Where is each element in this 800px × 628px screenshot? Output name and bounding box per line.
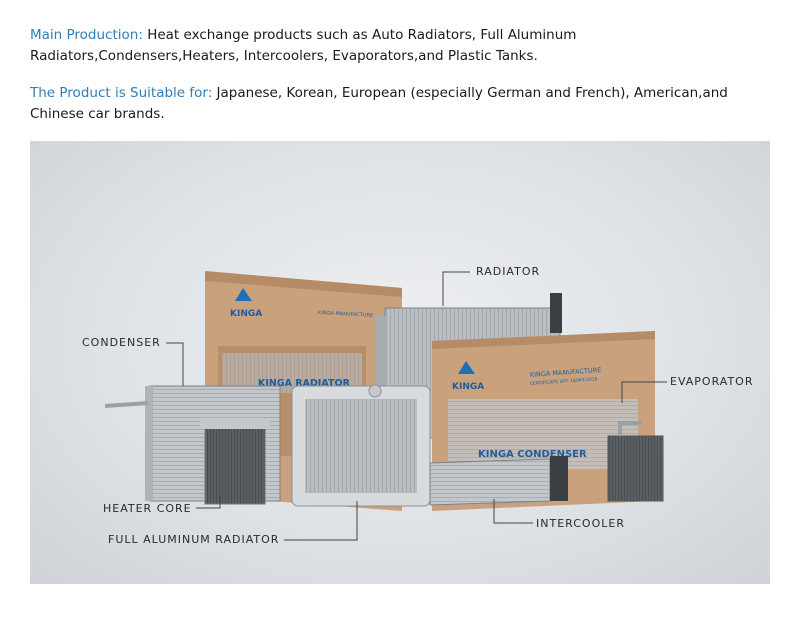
- product-illustration: KINGA KINGA MANUFACTURE KINGA RADIATOR K…: [104, 271, 667, 541]
- label-evaporator: EVAPORATOR: [670, 375, 754, 388]
- product-photo: KINGA KINGA MANUFACTURE KINGA RADIATOR K…: [30, 141, 770, 584]
- main-production-label: Main Production:: [30, 26, 143, 43]
- evaporator-product: [607, 421, 664, 502]
- box-radiator-text: KINGA RADIATOR: [258, 378, 351, 389]
- kinga-logo-right: [458, 361, 475, 374]
- main-production-paragraph: Main Production: Heat exchange products …: [30, 25, 770, 67]
- box-back-brand: KINGA: [230, 309, 262, 319]
- suitable-paragraph: The Product is Suitable for: Japanese, K…: [30, 83, 770, 125]
- label-condenser: CONDENSER: [82, 336, 161, 349]
- full-aluminum-radiator-product: [291, 384, 431, 507]
- label-heater-core: HEATER CORE: [103, 502, 192, 515]
- suitable-text: Japanese, Korean, European (especially G…: [30, 84, 728, 122]
- box-right-certificate: CERTIFICATE IATF 16949:2016: [530, 376, 598, 387]
- box-back-manufacture: KINGA MANUFACTURE: [318, 310, 373, 319]
- main-production-text: Heat exchange products such as Auto Radi…: [30, 26, 577, 64]
- heater-core-product: [200, 421, 270, 505]
- label-radiator: RADIATOR: [476, 265, 541, 278]
- suitable-label: The Product is Suitable for:: [30, 84, 213, 101]
- label-leader-lines: [166, 271, 667, 541]
- box-right-brand: KINGA: [452, 382, 484, 392]
- intercooler-product: [429, 456, 568, 506]
- kinga-logo: [235, 288, 252, 301]
- box-condenser-text: KINGA CONDENSER: [478, 449, 587, 460]
- label-full-aluminum-radiator: FULL ALUMINUM RADIATOR: [108, 533, 280, 546]
- label-intercooler: INTERCOOLER: [536, 517, 625, 530]
